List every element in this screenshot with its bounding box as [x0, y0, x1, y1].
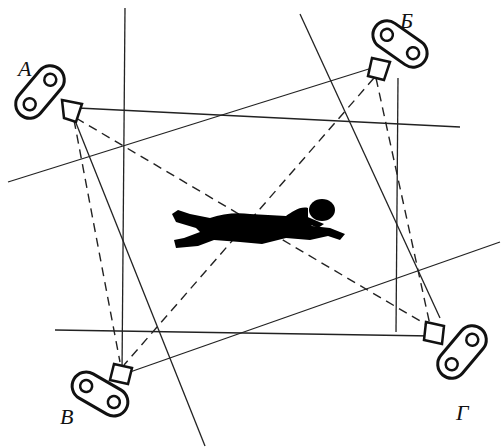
- beam-lines: [8, 8, 500, 446]
- lamp-g: [424, 320, 492, 384]
- lamp-letter: А: [18, 58, 31, 80]
- human-silhouette: [172, 199, 345, 248]
- lamp-letter: В: [60, 406, 73, 428]
- lamp-letter: Б: [400, 10, 413, 32]
- lamp-v: [67, 364, 133, 421]
- dashed-axes: [74, 78, 432, 365]
- lamp-letter: Г: [456, 402, 469, 424]
